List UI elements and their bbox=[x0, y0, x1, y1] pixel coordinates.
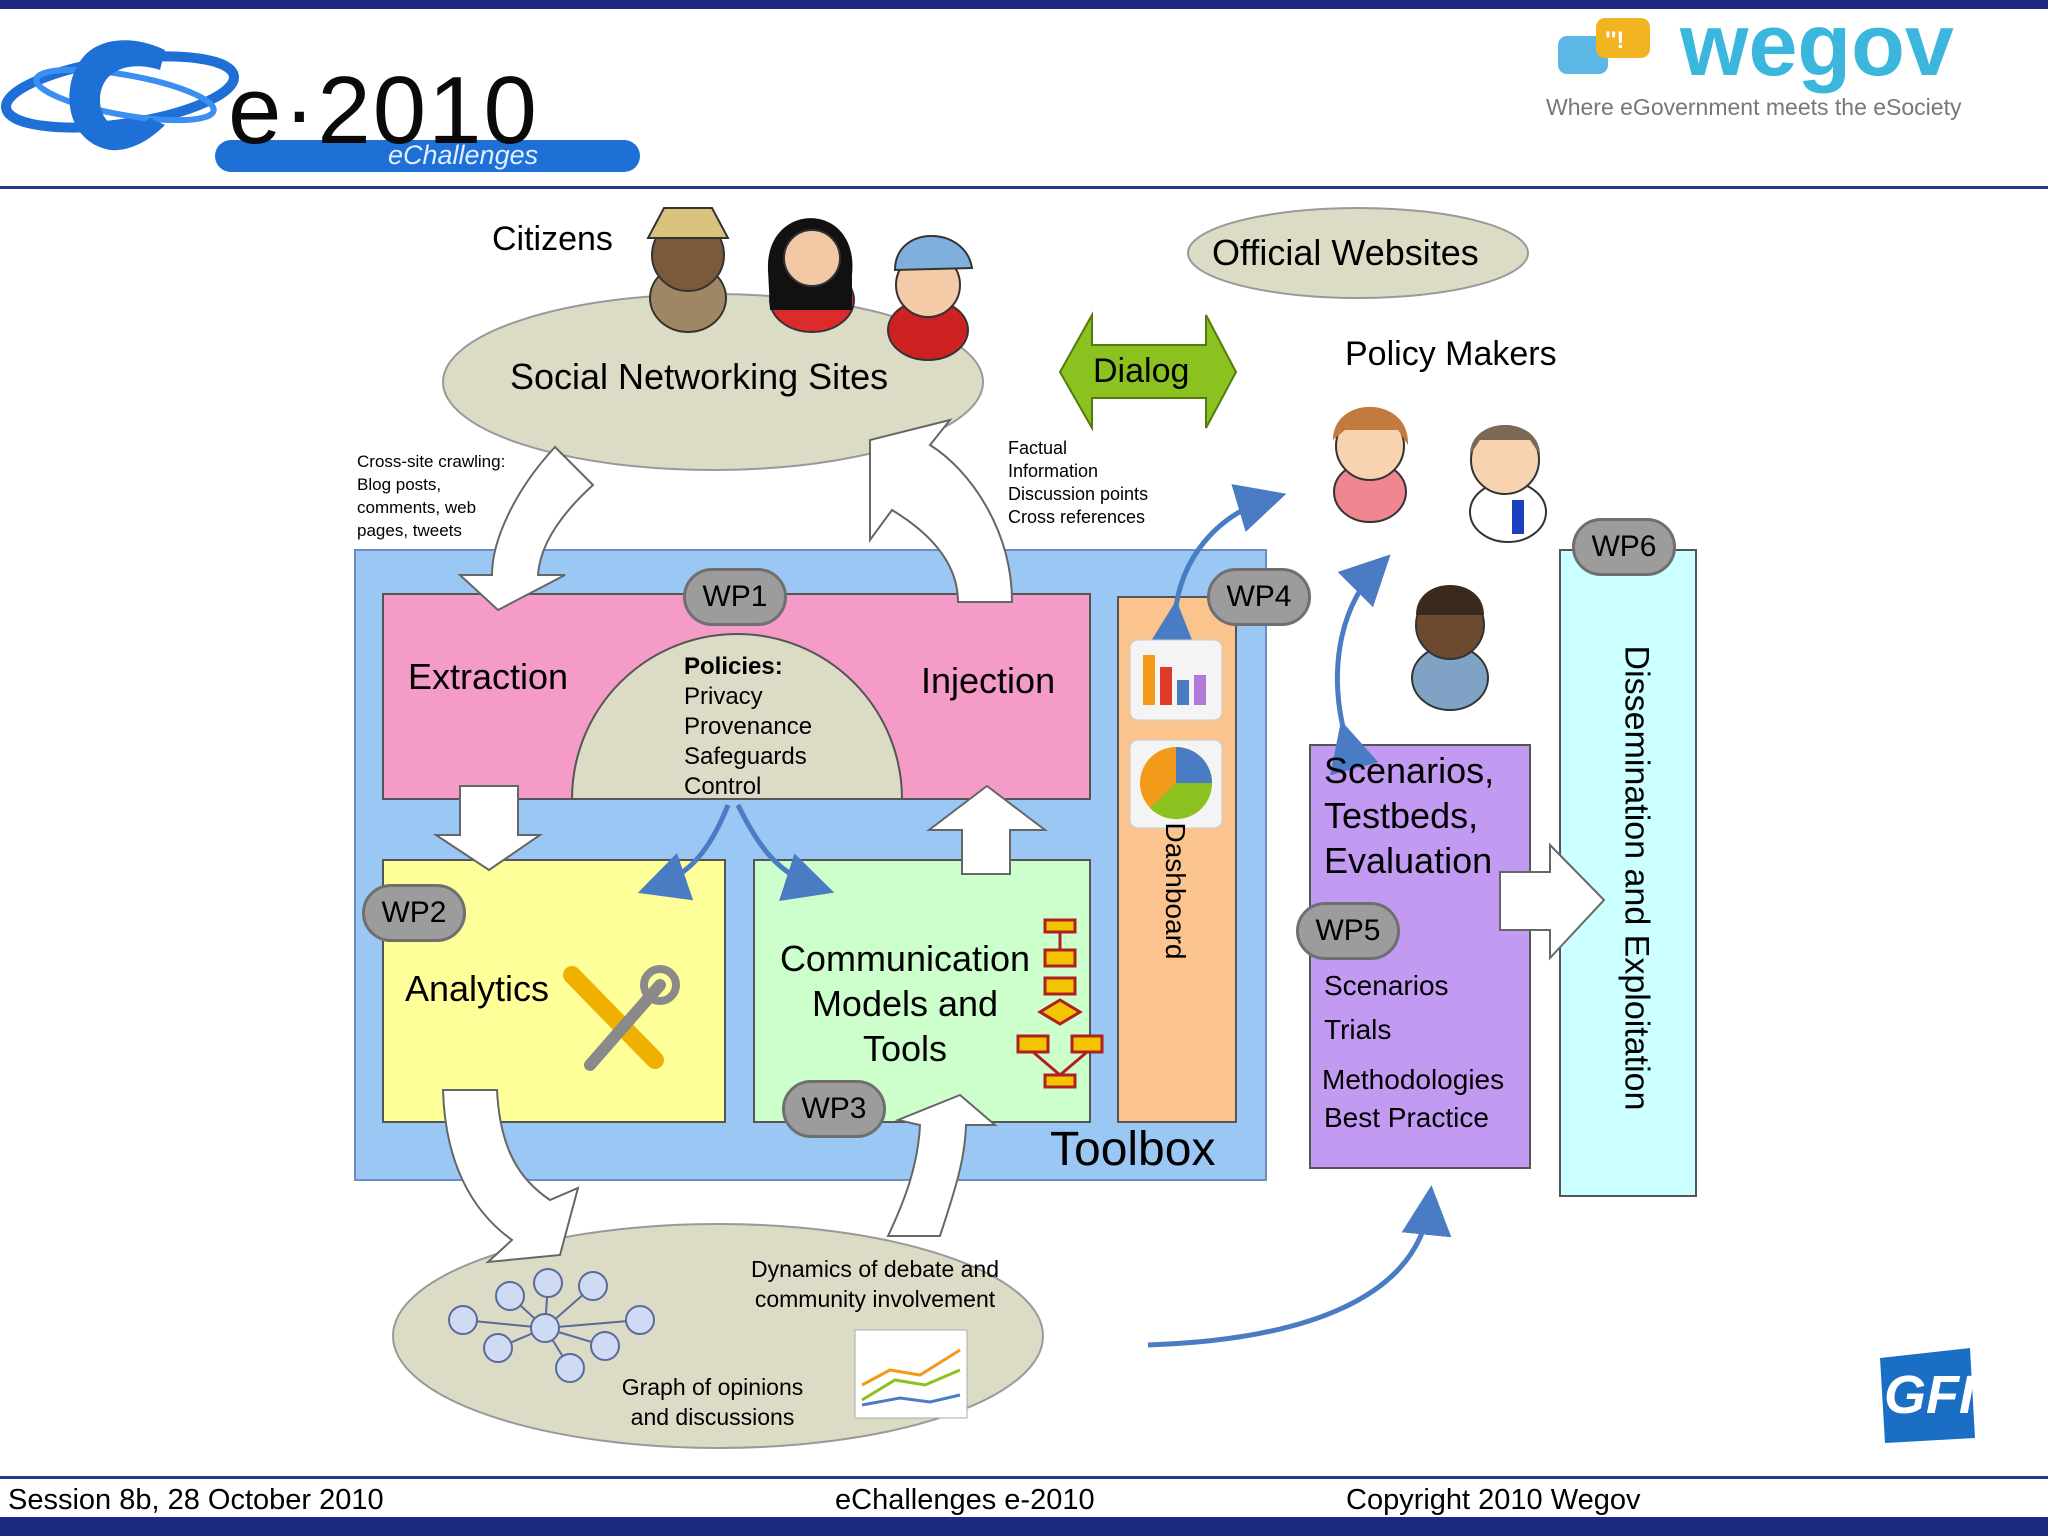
scenarios-heading-line: Testbeds, bbox=[1324, 795, 1479, 836]
graph-caption-line: Graph of opinions bbox=[621, 1374, 804, 1400]
communication-block bbox=[753, 859, 1091, 1123]
factual-note-line: Information bbox=[1008, 461, 1099, 481]
footer-event: eChallenges e-2010 bbox=[835, 1484, 1095, 1516]
wp2-badge: WP2 bbox=[362, 884, 466, 942]
footer-copyright: Copyright 2010 Wegov bbox=[1346, 1484, 1641, 1516]
bar-chart-icon bbox=[1129, 639, 1223, 721]
blue-arrows bbox=[637, 484, 1452, 1348]
pie-chart-icon bbox=[1129, 739, 1223, 829]
wegov-logo-text: wegov bbox=[1680, 0, 1954, 94]
communication-line: Tools bbox=[862, 1028, 948, 1069]
factual-note-line: Cross references bbox=[1008, 507, 1146, 527]
footer-divider bbox=[0, 1476, 2048, 1479]
policies-dome bbox=[570, 633, 904, 800]
citizens-label: Citizens bbox=[492, 220, 613, 258]
scenarios-item: Trials bbox=[1324, 1014, 1392, 1045]
scenarios-heading-line: Evaluation bbox=[1324, 840, 1493, 881]
conference-logo-text: e·2010 bbox=[228, 57, 539, 164]
policies-title: Policies: bbox=[684, 653, 783, 680]
official-websites-label: Official Websites bbox=[1212, 232, 1479, 273]
echallenges-logo bbox=[1, 40, 640, 172]
top-banner-bar bbox=[0, 0, 2048, 9]
graph-caption-line: and discussions bbox=[630, 1404, 795, 1430]
scenarios-block bbox=[1309, 744, 1531, 1169]
crawl-note-line: Cross-site crawling: bbox=[357, 452, 506, 471]
crawl-note-line: pages, tweets bbox=[357, 521, 462, 540]
dialog-arrow bbox=[1058, 311, 1238, 432]
header-divider bbox=[0, 186, 2048, 189]
wegov-logo-icon: ''! bbox=[1558, 18, 1650, 74]
graph-caption: Graph of opinions and discussions bbox=[600, 1372, 825, 1432]
scenarios-heading: Scenarios, Testbeds, Evaluation bbox=[1324, 748, 1494, 883]
crawl-note: Cross-site crawling: Blog posts, comment… bbox=[357, 450, 505, 542]
toolbox-label: Toolbox bbox=[1050, 1123, 1216, 1176]
wp3-badge: WP3 bbox=[782, 1080, 886, 1138]
policies-list: Policies: Privacy Provenance Safeguards … bbox=[684, 652, 812, 802]
svg-text:''!: ''! bbox=[1605, 27, 1624, 54]
communication-label: Communication Models and Tools bbox=[770, 936, 1040, 1071]
wp1-badge: WP1 bbox=[683, 568, 787, 626]
communication-line: Communication bbox=[779, 938, 1031, 979]
bottom-banner-bar bbox=[0, 1517, 2048, 1536]
crawl-note-line: comments, web bbox=[357, 498, 477, 517]
flow-arrows bbox=[432, 418, 1606, 1264]
policy-item: Control bbox=[684, 773, 762, 800]
crawl-note-line: Blog posts, bbox=[357, 475, 442, 494]
dialog-label: Dialog bbox=[1093, 352, 1190, 390]
scenarios-item: Scenarios bbox=[1324, 970, 1449, 1001]
wp6-badge: WP6 bbox=[1572, 518, 1676, 576]
line-chart-icon bbox=[854, 1329, 968, 1419]
flowchart-icon bbox=[1016, 918, 1104, 1089]
policy-item: Safeguards bbox=[684, 743, 807, 770]
factual-note: Factual Information Discussion points Cr… bbox=[1008, 437, 1148, 529]
footer-session: Session 8b, 28 October 2010 bbox=[8, 1484, 384, 1516]
factual-note-line: Discussion points bbox=[1008, 484, 1149, 504]
scenarios-heading-line: Scenarios, bbox=[1324, 750, 1495, 791]
opinion-graph-icon bbox=[448, 1268, 655, 1383]
extraction-label: Extraction bbox=[408, 656, 569, 697]
gfi-logo-text: GFI bbox=[1884, 1365, 1974, 1425]
analytics-label: Analytics bbox=[405, 968, 550, 1009]
scenarios-item: Methodologies bbox=[1322, 1064, 1505, 1095]
dynamics-line: Dynamics of debate and bbox=[750, 1256, 1000, 1282]
dashboard-text: Dashboard bbox=[1160, 822, 1191, 960]
dynamics-label: Dynamics of debate and community involve… bbox=[730, 1254, 1020, 1314]
dissemination-text: Dissemination and Exploitation bbox=[1617, 645, 1656, 1111]
scenarios-item: Best Practice bbox=[1324, 1102, 1489, 1133]
dynamics-line: community involvement bbox=[754, 1286, 996, 1312]
wp4-badge: WP4 bbox=[1207, 568, 1311, 626]
wp5-badge: WP5 bbox=[1296, 902, 1400, 960]
tools-icon bbox=[563, 965, 680, 1071]
policy-makers-label: Policy Makers bbox=[1345, 335, 1557, 373]
wegov-tagline: Where eGovernment meets the eSociety bbox=[1546, 94, 1962, 120]
factual-note-line: Factual bbox=[1008, 438, 1068, 458]
conference-logo-subtitle: eChallenges bbox=[388, 140, 539, 170]
policy-item: Privacy bbox=[684, 683, 763, 710]
communication-line: Models and bbox=[811, 983, 999, 1024]
analytics-block bbox=[382, 859, 726, 1123]
official-websites-ellipse bbox=[1187, 207, 1529, 299]
social-networking-label: Social Networking Sites bbox=[510, 356, 889, 397]
dissemination-block bbox=[1559, 549, 1697, 1197]
policy-item: Provenance bbox=[684, 713, 813, 740]
policy-maker-figures bbox=[1333, 406, 1547, 711]
citizens-figures bbox=[646, 207, 974, 361]
gfi-logo bbox=[1880, 1348, 1975, 1443]
injection-label: Injection bbox=[921, 660, 1056, 701]
